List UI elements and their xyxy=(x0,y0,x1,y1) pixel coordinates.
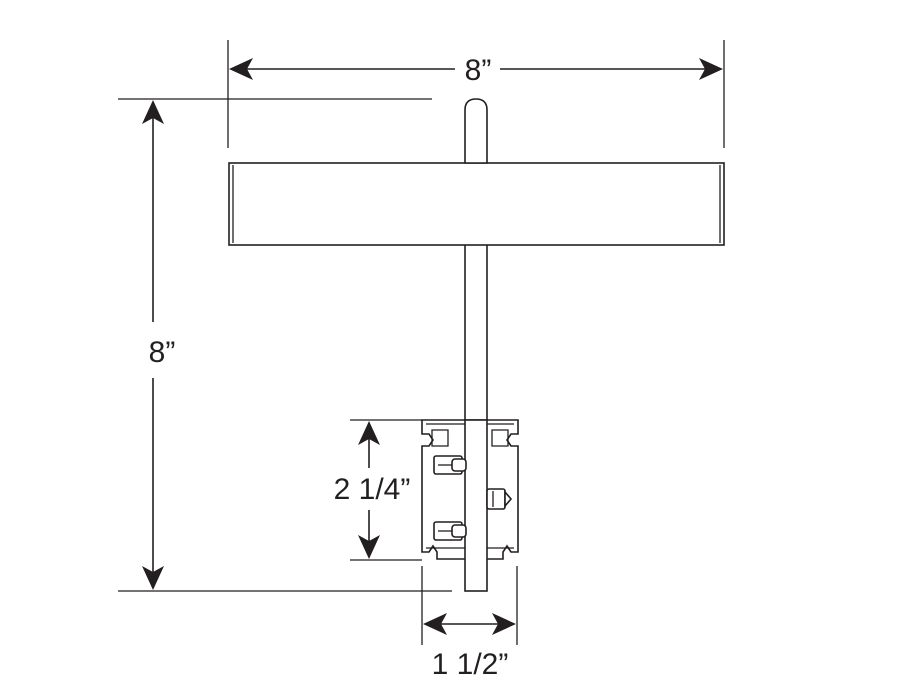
width-arrow-left-icon xyxy=(229,58,253,80)
mount-width-dimension: 1 1/2” xyxy=(421,566,518,681)
top-width-dimension: 8” xyxy=(227,40,725,148)
bracket-notch-right xyxy=(491,429,509,447)
stem xyxy=(464,98,488,420)
set-screw-tip xyxy=(504,489,513,509)
mount-width-arrow-left-icon xyxy=(423,613,447,635)
mounting-bracket xyxy=(421,419,519,592)
contact-clip-lower xyxy=(433,521,467,541)
width-arrow-right-icon xyxy=(699,58,723,80)
mount-height-arrow-top-icon xyxy=(358,421,380,445)
light-head xyxy=(228,162,725,246)
mount-height-label: 2 1/4” xyxy=(334,473,411,506)
light-shade-body xyxy=(228,162,725,246)
height-label: 8” xyxy=(149,336,176,369)
contact-clip-upper xyxy=(433,455,467,475)
set-screw xyxy=(486,488,513,510)
left-height-dimension: 8” xyxy=(118,98,452,592)
clip-upper-tip xyxy=(451,458,467,472)
width-label: 8” xyxy=(465,54,492,87)
clip-lower-tip xyxy=(451,524,467,538)
mount-height-arrow-bottom-icon xyxy=(358,535,380,559)
stem-top-finial xyxy=(464,98,488,164)
mount-width-arrow-right-icon xyxy=(492,613,516,635)
mount-width-label: 1 1/2” xyxy=(432,648,509,681)
mount-height-dimension: 2 1/4” xyxy=(334,419,422,561)
height-arrow-bottom-icon xyxy=(142,566,164,590)
set-screw-body xyxy=(486,488,506,510)
stem-lower xyxy=(464,419,488,592)
bracket-notch-left xyxy=(431,429,449,447)
height-arrow-top-icon xyxy=(142,100,164,124)
